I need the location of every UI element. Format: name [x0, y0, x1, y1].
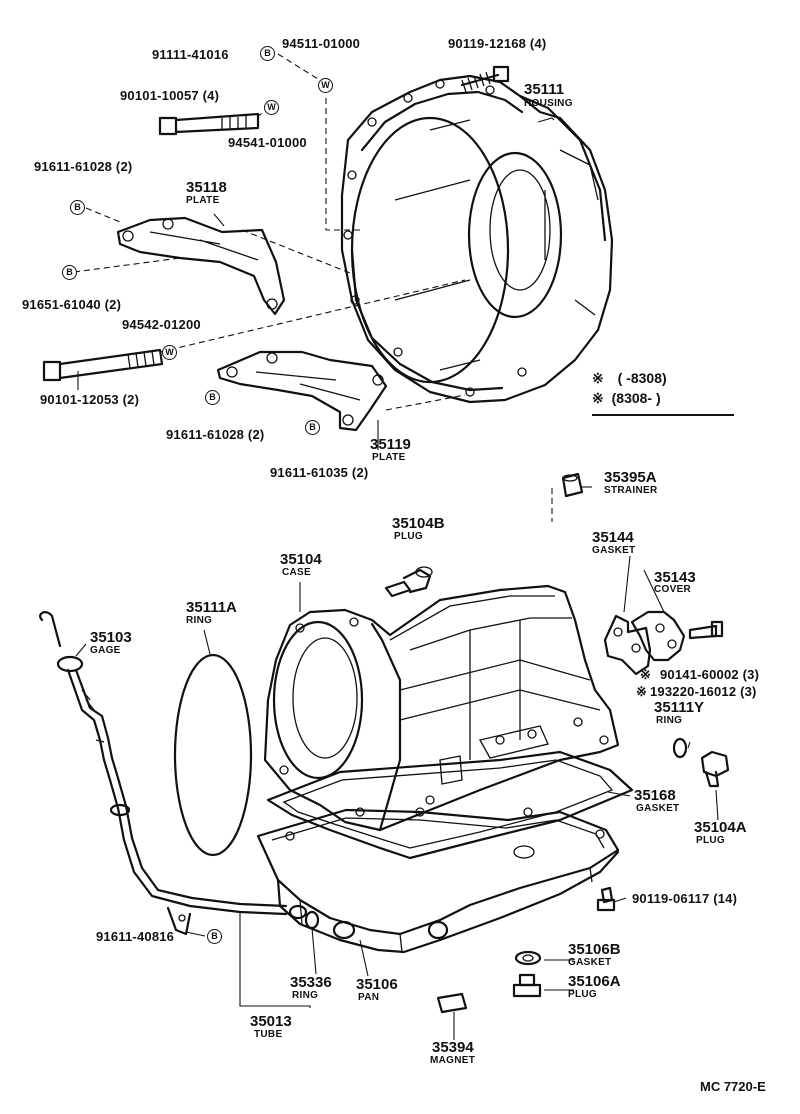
plug-35104b-drawing: [384, 566, 433, 598]
bolt-b-mark-3: B: [62, 265, 77, 280]
bolt-90119-06117-drawing: [596, 886, 616, 912]
label-193220-16012: 193220-16012 (3): [650, 684, 757, 699]
legend-range-1: ( -8308): [617, 370, 667, 386]
label-91611-40816: 91611-40816: [96, 929, 175, 944]
cover-name: COVER: [654, 584, 692, 595]
legend-row-2: ※ (8308- ): [592, 390, 734, 410]
gasket-35168-number: 35168: [634, 787, 676, 804]
magnet-name: MAGNET: [430, 1055, 476, 1066]
ring-35111y-number: 35111Y: [654, 699, 705, 716]
serial-range-legend: ※ ( -8308) ※ (8308- ): [592, 370, 734, 416]
plug-35104b-name: PLUG: [394, 531, 423, 542]
gasket-35144-number: 35144: [592, 529, 634, 546]
gasket-35106b-number: 35106B: [568, 941, 621, 958]
washer-w-mark-2: W: [264, 100, 279, 115]
ring-35111y-drawing: [672, 737, 688, 759]
ring-35111y-name: RING: [656, 715, 683, 726]
plug-35104b-number: 35104B: [392, 515, 445, 532]
gasket-35168-name: GASKET: [636, 803, 680, 814]
case-name: CASE: [282, 567, 311, 578]
label-90119-12168: 90119-12168 (4): [448, 36, 547, 51]
drawing-code: MC 7720-E: [700, 1079, 766, 1094]
label-91651-61040: 91651-61040 (2): [22, 297, 122, 312]
label-94541-01000: 94541-01000: [228, 135, 307, 150]
bolt-90119-12168-drawing: [460, 65, 510, 93]
plate-35119-drawing: [216, 350, 388, 432]
cover-gasket-drawing: [603, 610, 724, 676]
bolt-90101-12053-drawing: [42, 348, 164, 382]
ring-35111a-drawing: [173, 653, 253, 857]
bolt-b-mark-4: B: [205, 390, 220, 405]
strainer-number: 35395A: [604, 469, 657, 486]
plug-35104a-drawing: [700, 750, 730, 788]
label-90101-12053: 90101-12053 (2): [40, 392, 140, 407]
legend-mark-2: ※: [592, 390, 604, 406]
label-91611-61028-bottom: 91611-61028 (2): [166, 427, 265, 442]
pan-name: PAN: [358, 992, 380, 1003]
gasket-35144-name: GASKET: [592, 545, 636, 556]
strainer-drawing: [561, 472, 584, 498]
bolt-b-mark-6: B: [207, 929, 222, 944]
gage-name: GAGE: [90, 645, 121, 656]
magnet-drawing: [436, 992, 468, 1014]
tube-name: TUBE: [254, 1029, 283, 1040]
strainer-name: STRAINER: [604, 485, 658, 496]
housing-number: 35111: [524, 81, 565, 98]
ring-35336-number: 35336: [290, 974, 332, 991]
plate-35118-number: 35118: [186, 179, 227, 196]
gage-number: 35103: [90, 629, 132, 646]
callout-leaders: [75, 117, 719, 1040]
ring-35111a-number: 35111A: [186, 599, 237, 616]
pan-number: 35106: [356, 976, 398, 993]
bolt-b-mark: B: [260, 46, 275, 61]
bolt-b-mark-5: B: [305, 420, 320, 435]
label-91611-61028-top: 91611-61028 (2): [34, 159, 133, 174]
washer-w-mark: W: [318, 78, 333, 93]
label-94542-01200: 94542-01200: [122, 317, 201, 332]
washer-w-mark-3: W: [162, 345, 177, 360]
gasket-35168-drawing: [266, 750, 634, 860]
plate-35119-name: PLATE: [372, 452, 406, 463]
bolt-90101-10057-drawing: [158, 112, 260, 136]
label-91111-41016: 91111-41016: [152, 47, 229, 62]
magnet-number: 35394: [432, 1039, 474, 1056]
pan-drawing: [256, 807, 620, 954]
plug-35106a-name: PLUG: [568, 989, 597, 1000]
label-91611-61035: 91611-61035 (2): [270, 465, 369, 480]
housing-drawing: [340, 74, 614, 404]
bolt-b-mark-2: B: [70, 200, 85, 215]
housing-name: HOUSING: [524, 98, 573, 109]
ring-35111a-name: RING: [186, 615, 213, 626]
tube-number: 35013: [250, 1013, 292, 1030]
plate-35118-name: PLATE: [186, 195, 220, 206]
plug-35106a-number: 35106A: [568, 973, 621, 990]
case-number: 35104: [280, 551, 322, 568]
gage-tube-drawing: [39, 611, 320, 936]
legend-mark-1: ※: [592, 370, 604, 386]
cover-number: 35143: [654, 569, 696, 586]
gasket-35106b-name: GASKET: [568, 957, 612, 968]
label-90141-60002: 90141-60002 (3): [660, 667, 760, 682]
legend-underline: [592, 414, 734, 416]
ring-35336-name: RING: [292, 990, 319, 1001]
plug-35104a-number: 35104A: [694, 819, 747, 836]
pan-drain-parts-drawing: [512, 950, 542, 998]
top-leader-lines: [73, 53, 553, 522]
plate-35118-drawing: [116, 216, 286, 316]
label-94511-01000: 94511-01000: [282, 36, 361, 51]
case-drawing: [263, 584, 620, 832]
star-mark-2: ※: [636, 684, 648, 699]
plate-35119-number: 35119: [370, 436, 411, 453]
legend-range-2: (8308- ): [611, 390, 661, 406]
star-mark-1: ※: [640, 667, 652, 682]
legend-row-1: ※ ( -8308): [592, 370, 734, 390]
label-90101-10057: 90101-10057 (4): [120, 88, 220, 103]
label-90119-06117: 90119-06117 (14): [632, 891, 738, 906]
plug-35104a-name: PLUG: [696, 835, 725, 846]
